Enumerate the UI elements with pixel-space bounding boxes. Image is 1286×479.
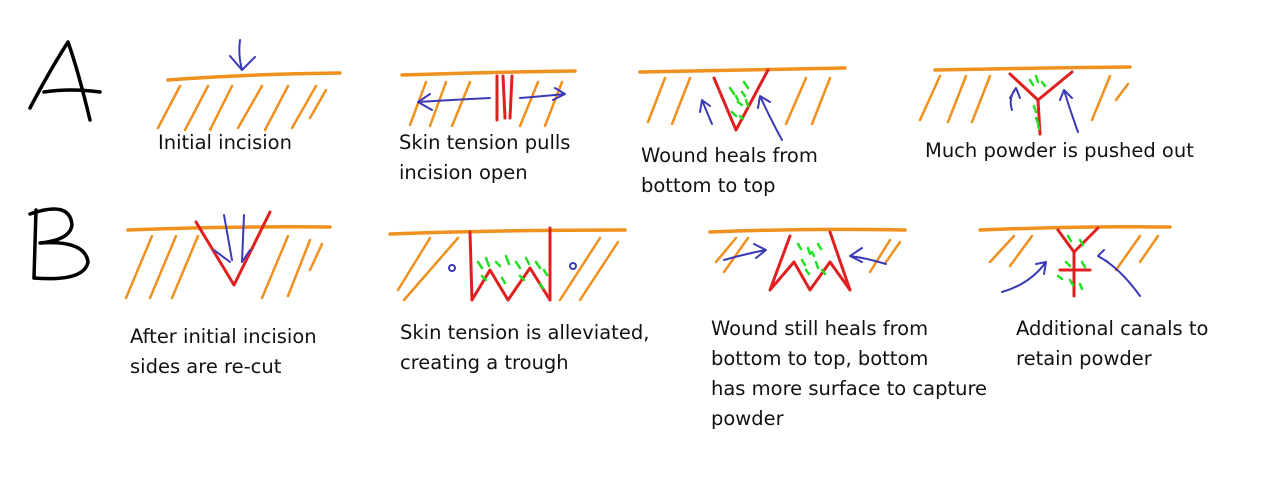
caption-b2: Skin tension is alleviated, creating a t… (400, 318, 649, 378)
panel-a2-drawing (400, 69, 577, 128)
caption-line: Wound still heals from (711, 317, 929, 340)
panel-b4-drawing (978, 225, 1172, 298)
caption-line: Additional canals to (1016, 317, 1209, 340)
caption-a1: Initial incision (158, 128, 292, 158)
caption-a2: Skin tension pulls incision open (399, 128, 570, 188)
caption-line: retain powder (1016, 347, 1152, 370)
caption-line: powder (711, 407, 784, 430)
caption-line: Much powder is pushed out (925, 139, 1194, 162)
caption-line: has more surface to capture (711, 377, 988, 400)
caption-line: After initial incision (130, 325, 317, 348)
panel-b2-drawing (388, 226, 627, 302)
panel-a1-drawing (156, 39, 342, 132)
caption-line: bottom to top (641, 174, 776, 197)
caption-line: Wound heals from (641, 144, 818, 167)
caption-b3: Wound still heals from bottom to top, bo… (711, 314, 987, 434)
caption-a4: Much powder is pushed out (925, 136, 1194, 166)
caption-line: incision open (399, 161, 528, 184)
row-label-b-glyph (28, 207, 90, 281)
caption-a3: Wound heals from bottom to top (641, 141, 818, 201)
caption-b1: After initial incision sides are re-cut (130, 322, 317, 382)
panel-a4-drawing (918, 65, 1132, 136)
caption-line: bottom to top, bottom (711, 347, 929, 370)
caption-line: sides are re-cut (130, 355, 282, 378)
caption-line: Skin tension is alleviated, (400, 321, 650, 344)
caption-line: creating a trough (400, 351, 569, 374)
caption-b4: Additional canals to retain powder (1016, 314, 1208, 374)
panel-b3-drawing (708, 227, 907, 292)
row-label-a-glyph (28, 40, 102, 122)
panel-b1-drawing (124, 210, 332, 300)
panel-a3-drawing (638, 66, 847, 141)
caption-line: Skin tension pulls (399, 131, 571, 154)
caption-line: Initial incision (158, 131, 292, 154)
